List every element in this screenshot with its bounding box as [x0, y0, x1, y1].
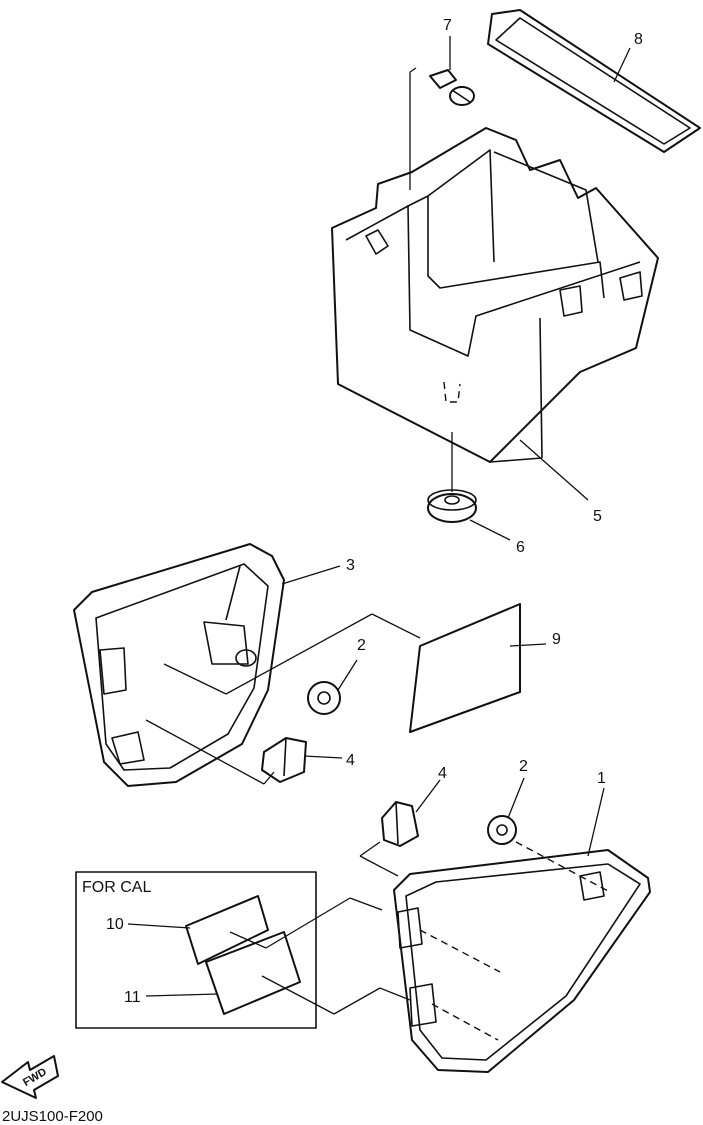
callout-8: 8: [634, 31, 643, 48]
grommet-part-2-lower: [487, 815, 517, 845]
callout-11: 11: [124, 989, 141, 1006]
callout-7: 7: [443, 17, 452, 34]
fwd-arrow-icon: FWD: [1, 1055, 59, 1099]
for-cal-inset: [75, 871, 317, 1029]
callout-6: 6: [516, 539, 525, 556]
label-part-10: [185, 895, 269, 965]
callout-4-upper: 4: [346, 752, 355, 769]
damper-part-6: [427, 489, 477, 523]
side-cover-left-part-3: [73, 543, 285, 787]
leader-lines: [127, 36, 631, 1015]
label-part-11: [205, 931, 301, 1015]
callout-5: 5: [593, 508, 602, 525]
bolt-part-7: [429, 69, 475, 106]
callout-10: 10: [106, 916, 124, 933]
callout-1: 1: [597, 770, 606, 787]
battery-box-part-5: [331, 127, 659, 463]
diagram-code: 2UJS100-F200: [2, 1108, 103, 1125]
callout-4-lower: 4: [438, 765, 447, 782]
for-cal-label: FOR CAL: [82, 879, 151, 896]
callout-3: 3: [346, 557, 355, 574]
callout-2-upper: 2: [357, 637, 366, 654]
label-part-9: [409, 603, 521, 733]
grommet-part-2-upper: [307, 681, 341, 715]
side-cover-right-part-1: [393, 849, 651, 1073]
clip-part-4-lower: [381, 801, 419, 847]
battery-band-part-8: [487, 9, 701, 153]
hidden-lines: [419, 381, 611, 1041]
callout-9: 9: [552, 631, 561, 648]
clip-part-4-upper: [261, 737, 307, 783]
callout-2-lower: 2: [519, 758, 528, 775]
